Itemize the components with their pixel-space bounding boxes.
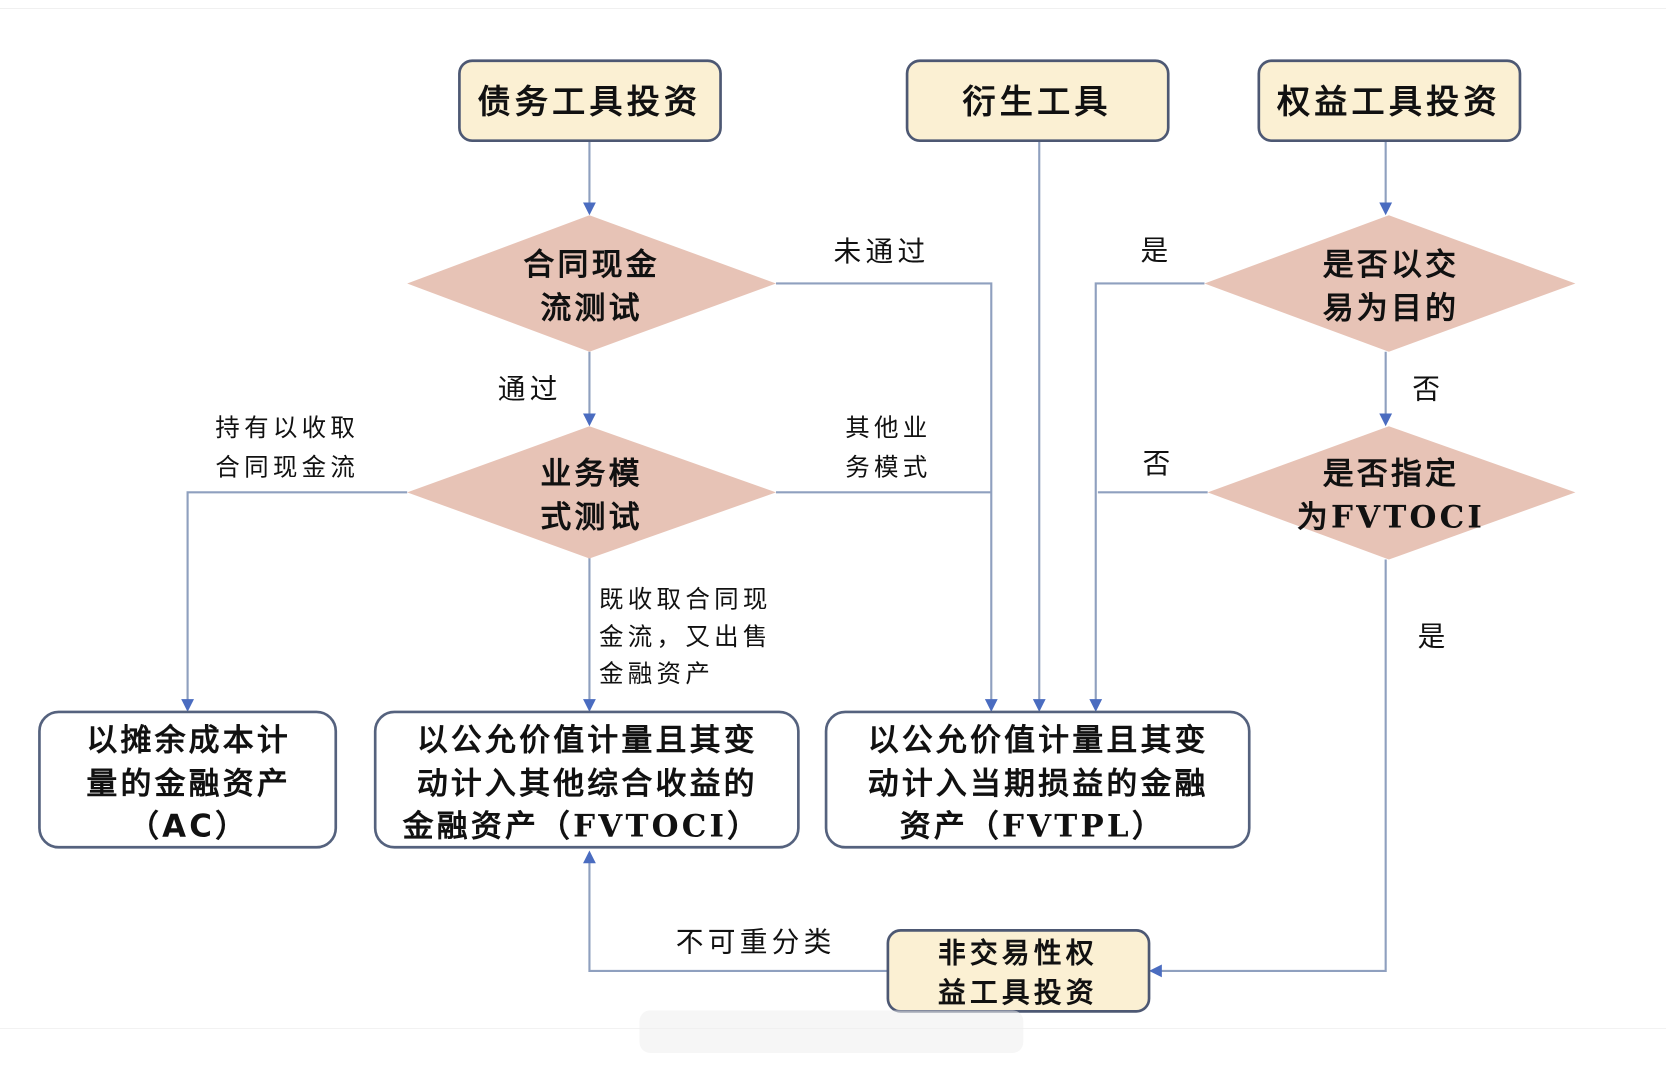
non-trading-label-line2: 益工具投资 — [938, 976, 1098, 1009]
decision-held-for-trading[interactable]: 是否以交 易为目的 — [1204, 215, 1576, 352]
source-debt-label: 债务工具投资 — [478, 82, 702, 121]
arrowhead-icon — [984, 699, 998, 712]
label-other-line1: 其他业 — [845, 413, 931, 442]
fvtoci-line1: 以公允价值计量且其变 — [417, 722, 758, 758]
label-other-line2: 务模式 — [845, 452, 931, 481]
designated-line1: 是否指定 — [1323, 456, 1459, 492]
edge-designated-yes-to-nontrading — [1159, 559, 1387, 972]
arrowhead-icon — [181, 699, 194, 712]
fvtpl-line2: 动计入当期损益的金融 — [868, 766, 1209, 802]
reflection-artifact — [639, 1010, 1024, 1053]
arrowhead-icon — [1089, 699, 1103, 712]
label-fail: 未通过 — [834, 235, 930, 268]
decision-cash-flow-test[interactable]: 合同现金 流测试 — [407, 215, 776, 352]
source-derivative-label: 衍生工具 — [963, 82, 1112, 121]
result-ac[interactable]: 以摊余成本计 量的金融资产 （AC） — [38, 710, 338, 849]
cash-flow-test-line1: 合同现金 — [523, 247, 659, 283]
label-sell-line2: 金流，又出售 — [599, 622, 772, 651]
result-fvtpl[interactable]: 以公允价值计量且其变 动计入当期损益的金融 资产（FVTPL） — [824, 710, 1251, 849]
label-trading-yes: 是 — [1141, 234, 1173, 267]
fvtoci-line2: 动计入其他综合收益的 — [417, 766, 758, 802]
arrowhead-icon — [1379, 202, 1393, 216]
connectors — [181, 141, 1393, 978]
business-model-line2: 式测试 — [540, 500, 642, 536]
label-designated-no: 否 — [1143, 447, 1175, 480]
ac-line1: 以摊余成本计 — [86, 722, 291, 758]
ac-line3: （AC） — [128, 809, 249, 845]
cash-flow-test-line2: 流测试 — [540, 291, 642, 327]
source-derivative[interactable]: 衍生工具 — [905, 59, 1170, 143]
edge-nontrading-to-fvtoci — [588, 861, 888, 972]
arrowhead-icon — [583, 699, 596, 712]
business-model-line1: 业务模 — [540, 456, 642, 492]
source-debt[interactable]: 债务工具投资 — [458, 59, 722, 143]
arrowhead-icon — [1149, 964, 1162, 978]
ac-line2: 量的金融资产 — [86, 766, 291, 802]
label-no-reclassify: 不可重分类 — [676, 926, 836, 959]
edge-trading-yes-to-fvtpl — [1094, 282, 1205, 702]
top-divider — [0, 8, 1666, 9]
source-equity-label: 权益工具投资 — [1276, 82, 1501, 121]
source-non-trading-equity[interactable]: 非交易性权 益工具投资 — [886, 929, 1151, 1013]
designated-line2: 为FVTOCI — [1297, 500, 1485, 536]
trading-line2: 易为目的 — [1323, 291, 1459, 327]
arrowhead-icon — [583, 850, 596, 864]
fvtpl-line1: 以公允价值计量且其变 — [868, 722, 1209, 758]
arrowhead-icon — [1379, 413, 1393, 427]
label-hold-line2: 合同现金流 — [215, 452, 359, 481]
label-sell-line3: 金融资产 — [599, 659, 714, 688]
source-equity[interactable]: 权益工具投资 — [1257, 59, 1522, 143]
arrowhead-icon — [583, 413, 596, 427]
non-trading-label-line1: 非交易性权 — [938, 936, 1098, 969]
edge-labels: 通过 未通过 持有以收取 合同现金流 其他业 务模式 既收取合同现 金流，又出售… — [215, 234, 1450, 959]
result-fvtoci[interactable]: 以公允价值计量且其变 动计入其他综合收益的 金融资产（FVTOCI） — [373, 710, 800, 849]
trading-line1: 是否以交 — [1323, 247, 1459, 283]
fvtoci-line3: 金融资产（FVTOCI） — [402, 809, 762, 845]
decision-designated-fvtoci[interactable]: 是否指定 为FVTOCI — [1207, 426, 1576, 560]
label-trading-no: 否 — [1412, 373, 1444, 406]
decision-business-model-test[interactable]: 业务模 式测试 — [407, 426, 776, 559]
label-sell-line1: 既收取合同现 — [599, 584, 772, 613]
arrowhead-icon — [1032, 699, 1046, 712]
edge-business-hold-to-ac — [186, 491, 408, 702]
label-hold-line1: 持有以收取 — [215, 413, 359, 442]
arrowhead-icon — [583, 202, 596, 216]
label-designated-yes: 是 — [1418, 620, 1450, 653]
edge-cashflow-fail-to-fvtpl — [775, 282, 993, 702]
label-pass: 通过 — [498, 373, 562, 406]
fvtpl-line3: 资产（FVTPL） — [900, 809, 1166, 845]
